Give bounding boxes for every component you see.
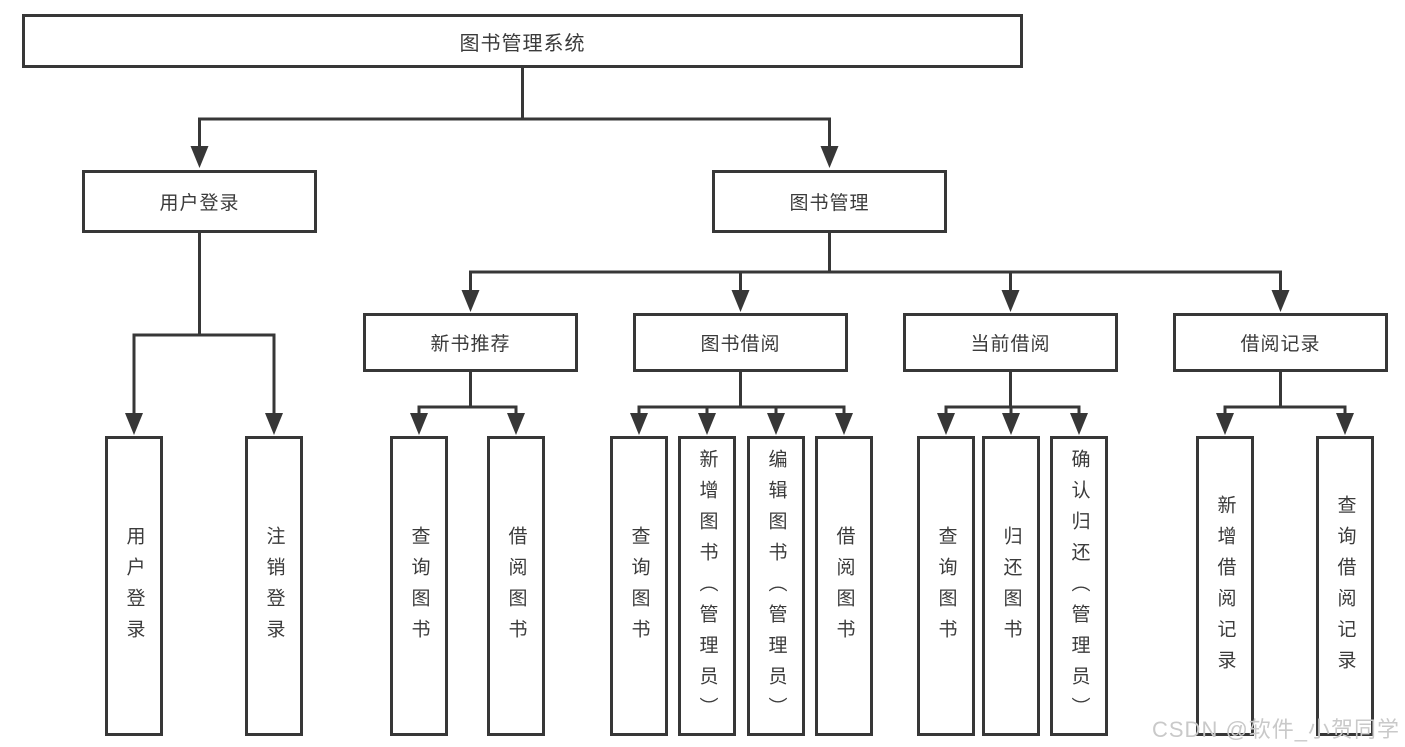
csdn-watermark: CSDN @软件_小贺同学: [1152, 717, 1401, 742]
leaf-query-books-borrow-label: 查询图书: [628, 526, 650, 650]
node-current-borrow: 当前借阅: [903, 313, 1118, 372]
leaf-borrow-books-label: 借阅图书: [833, 526, 855, 650]
leaf-query-books-current: 查询图书: [917, 436, 975, 736]
leaf-user-login: 用户登录: [105, 436, 163, 736]
node-borrow-records-label: 借阅记录: [1240, 334, 1321, 355]
leaf-logout-label: 注销登录: [263, 526, 285, 650]
node-book-management: 图书管理: [712, 170, 947, 233]
leaf-query-books-borrow: 查询图书: [610, 436, 668, 736]
node-new-book-recommend-label: 新书推荐: [430, 334, 511, 355]
node-book-borrow-label: 图书借阅: [700, 334, 781, 355]
node-user-login-label: 用户登录: [159, 193, 240, 214]
node-book-management-label: 图书管理: [789, 193, 870, 214]
leaf-confirm-return-admin-label: 确认归还（管理员）: [1068, 448, 1090, 728]
leaf-add-borrow-record-label: 新增借阅记录: [1214, 495, 1236, 681]
leaf-return-books: 归还图书: [982, 436, 1040, 736]
leaf-return-books-label: 归还图书: [1000, 526, 1022, 650]
leaf-borrow-books-recommend: 借阅图书: [487, 436, 545, 736]
leaf-query-books-recommend: 查询图书: [390, 436, 448, 736]
leaf-user-login-label: 用户登录: [123, 526, 145, 650]
leaf-query-borrow-record-label: 查询借阅记录: [1334, 495, 1356, 681]
leaf-query-books-recommend-label: 查询图书: [408, 526, 430, 650]
leaf-logout: 注销登录: [245, 436, 303, 736]
leaf-confirm-return-admin: 确认归还（管理员）: [1050, 436, 1108, 736]
leaf-edit-book-admin-label: 编辑图书（管理员）: [765, 448, 787, 728]
node-current-borrow-label: 当前借阅: [970, 334, 1051, 355]
node-root-label: 图书管理系统: [459, 32, 586, 55]
node-borrow-records: 借阅记录: [1173, 313, 1388, 372]
arrowheads: [125, 146, 1354, 435]
leaf-edit-book-admin: 编辑图书（管理员）: [747, 436, 805, 736]
leaf-borrow-books: 借阅图书: [815, 436, 873, 736]
node-book-borrow: 图书借阅: [633, 313, 848, 372]
leaf-add-borrow-record: 新增借阅记录: [1196, 436, 1254, 736]
node-user-login: 用户登录: [82, 170, 317, 233]
leaf-query-books-current-label: 查询图书: [935, 526, 957, 650]
node-root-library-system: 图书管理系统: [22, 14, 1023, 68]
leaf-query-borrow-record: 查询借阅记录: [1316, 436, 1374, 736]
leaf-add-book-admin: 新增图书（管理员）: [678, 436, 736, 736]
leaf-borrow-books-recommend-label: 借阅图书: [505, 526, 527, 650]
leaf-add-book-admin-label: 新增图书（管理员）: [696, 448, 718, 728]
node-new-book-recommend: 新书推荐: [363, 313, 578, 372]
